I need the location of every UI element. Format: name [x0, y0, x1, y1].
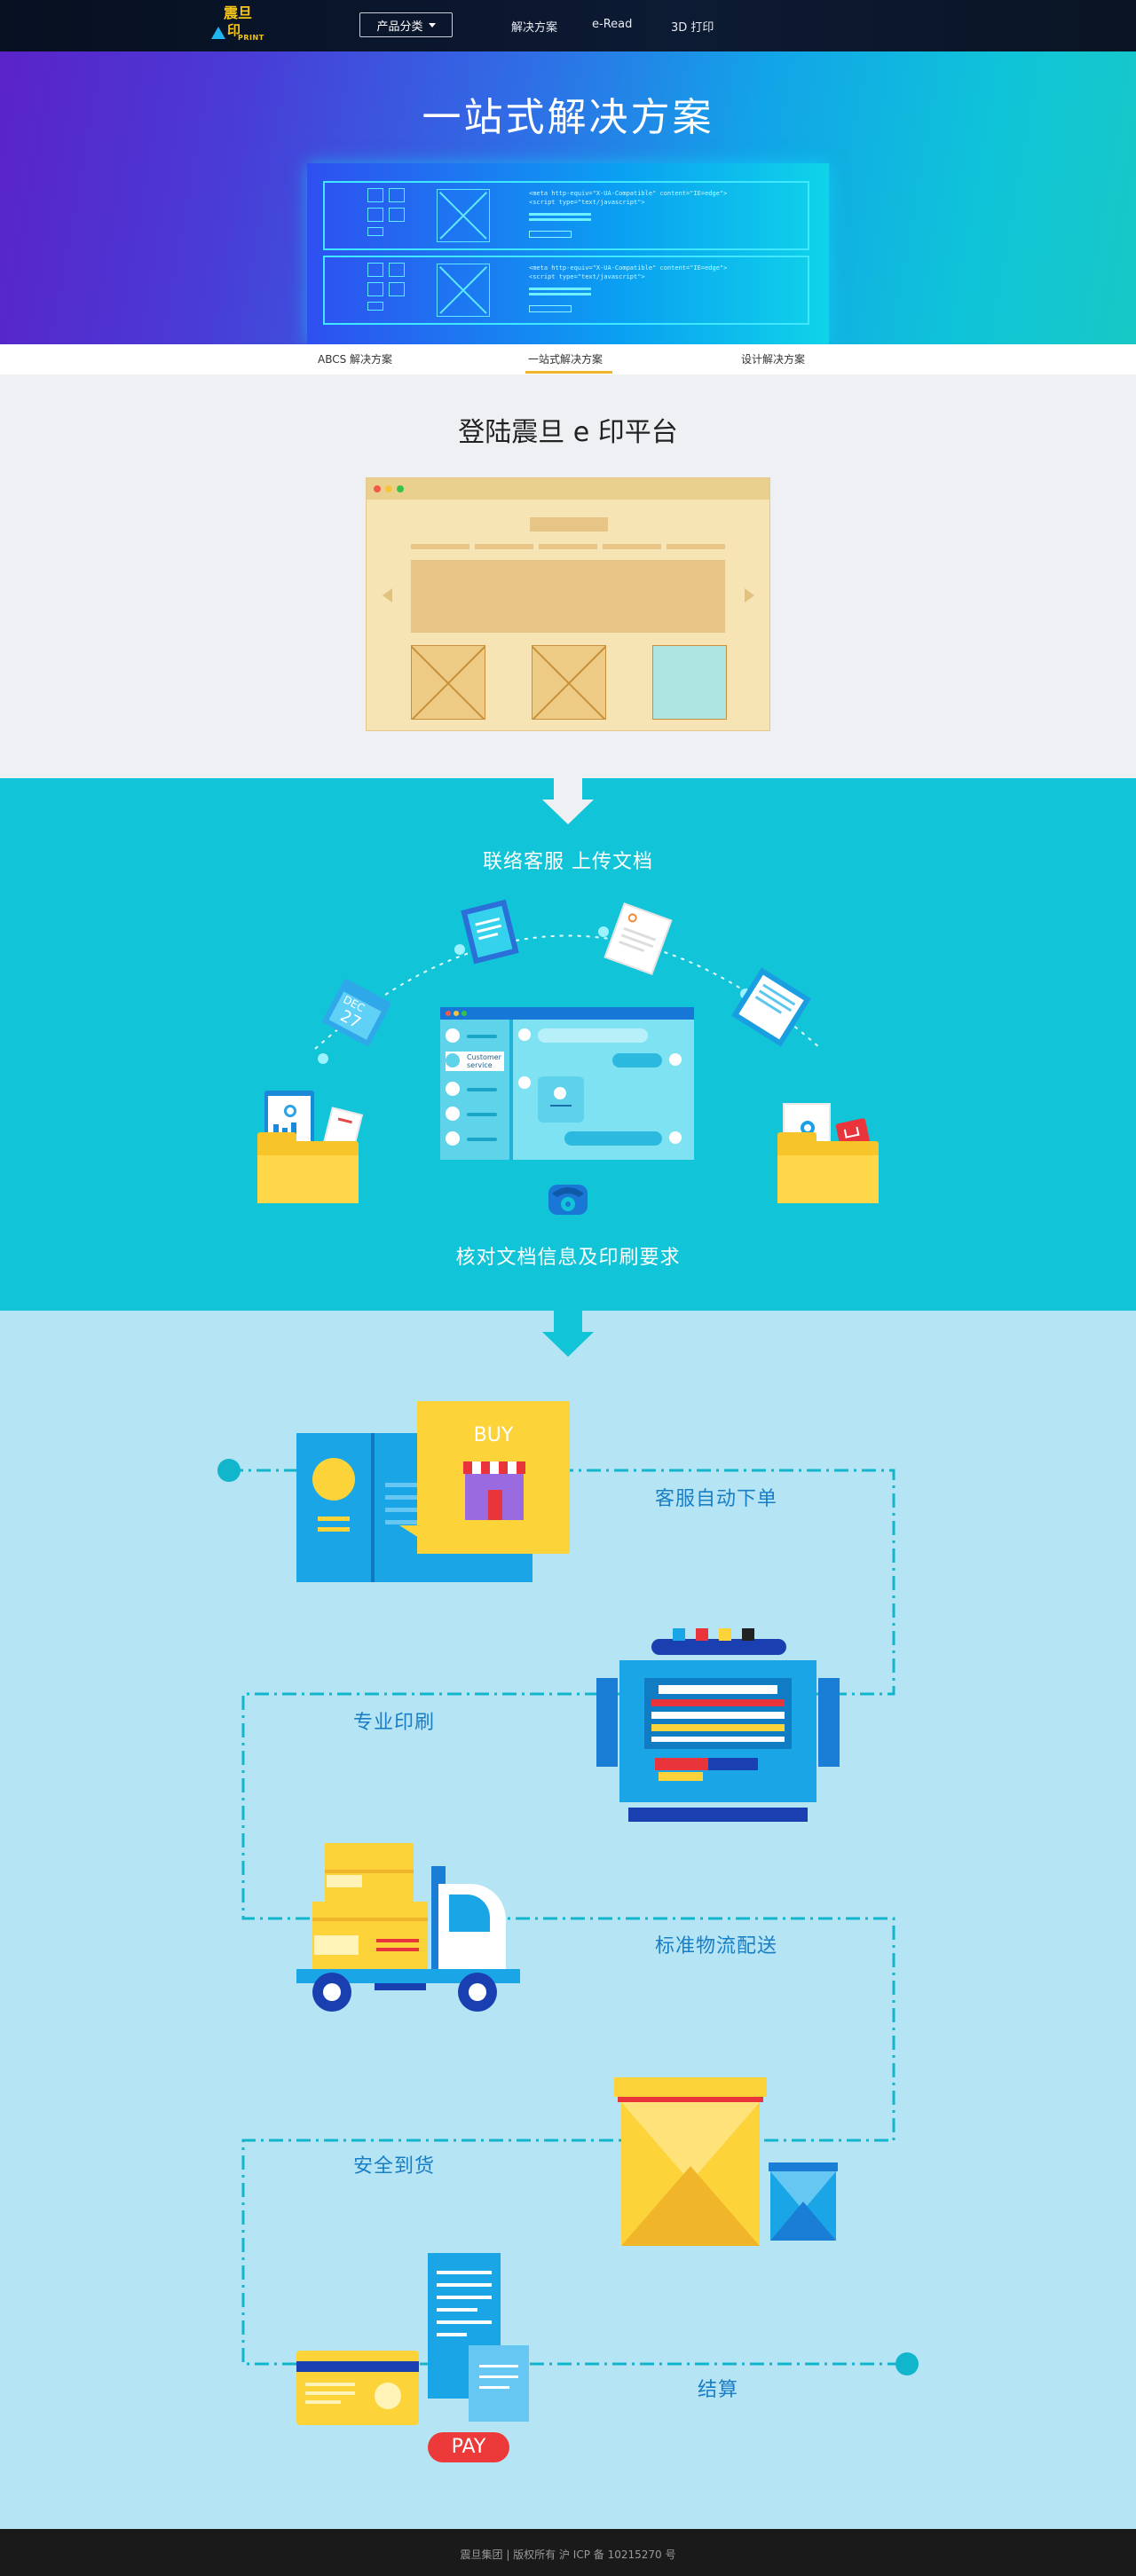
code-line: <script type="text/javascript"> [529, 199, 645, 206]
file-card [538, 1076, 584, 1123]
image-placeholder-icon [411, 645, 485, 720]
section-title: 登陆震旦 e 印平台 [458, 417, 678, 448]
credit-card-icon [296, 2351, 419, 2425]
pay-button[interactable]: PAY [428, 2432, 509, 2462]
section-subtitle: 核对文档信息及印刷要求 [455, 1247, 681, 1269]
nav-link-solutions[interactable]: 解决方案 [511, 21, 558, 35]
solution-tabs: ABCS 解决方案 一站式解决方案 设计解决方案 [0, 344, 1136, 374]
image-placeholder-icon [437, 264, 490, 317]
order-flow-section: BUY 客服自动下单 专业印刷 [0, 1311, 1136, 2529]
flow-connector-line [217, 1459, 919, 2375]
image-placeholder-icon [532, 645, 606, 720]
avatar [518, 1076, 531, 1089]
wireframe-row: <meta http-equiv="X-UA-Compatible" conte… [323, 256, 809, 325]
printer-icon [596, 1625, 840, 1822]
chevron-right-icon [745, 588, 754, 603]
chevron-down-icon [428, 22, 436, 28]
code-line: <meta http-equiv="X-UA-Compatible" conte… [529, 190, 728, 197]
avatar [669, 1053, 682, 1066]
contact-upload-section: 联络客服 上传文档 DEC 27 [0, 778, 1136, 1311]
logo-text-line3: PRINT [238, 34, 264, 42]
product-category-label: 产品分类 [376, 20, 423, 34]
footer: 震旦集团 | 版权所有 沪 ICP 备 10215270 号 [0, 2529, 1136, 2576]
delivery-truck-icon [296, 1843, 522, 2012]
avatar [446, 1107, 460, 1121]
login-platform-section: 登陆震旦 e 印平台 [0, 374, 1136, 778]
folder-icon [777, 1132, 879, 1203]
code-line: <meta http-equiv="X-UA-Compatible" conte… [529, 264, 728, 272]
receipt-icon [428, 2253, 529, 2422]
avatar [446, 1131, 460, 1146]
active-tab-indicator [525, 371, 612, 374]
folder-icon [257, 1132, 359, 1203]
nav-link-eread[interactable]: e-Read [592, 18, 633, 31]
footer-copyright: 震旦集团 | 版权所有 沪 ICP 备 10215270 号 [460, 2548, 676, 2561]
logo-text-line1: 震旦 [224, 4, 253, 21]
step-settlement-label: 结算 [698, 2379, 739, 2401]
tab-abcs[interactable]: ABCS 解决方案 [318, 353, 393, 366]
shopping-bag-icon [399, 1401, 570, 1554]
logo-cube-icon [211, 27, 225, 39]
avatar [518, 1028, 531, 1041]
hero-wireframe-illustration: <meta http-equiv="X-UA-Compatible" conte… [307, 163, 829, 344]
step-auto-order-label: 客服自动下单 [655, 1488, 778, 1510]
tab-one-stop[interactable]: 一站式解决方案 [528, 353, 604, 366]
buy-label: BUY [473, 1424, 514, 1446]
hero-banner: 一站式解决方案 <meta http-equiv="X-UA-Compatibl… [0, 51, 1136, 344]
connector-arc [314, 926, 822, 1064]
wireframe-row: <meta http-equiv="X-UA-Compatible" conte… [323, 181, 809, 250]
step-printing-label: 专业印刷 [353, 1712, 436, 1734]
section-title: 联络客服 上传文档 [483, 851, 653, 873]
chevron-left-icon [383, 588, 392, 603]
hero-title: 一站式解决方案 [422, 95, 714, 140]
code-line: <script type="text/javascript"> [529, 273, 645, 280]
nav-link-3d-print[interactable]: 3D 打印 [671, 21, 714, 35]
tab-design[interactable]: 设计解决方案 [741, 353, 806, 366]
product-category-dropdown[interactable]: 产品分类 [359, 12, 453, 37]
avatar [446, 1082, 460, 1096]
browser-mockup-illustration [366, 477, 770, 731]
avatar [446, 1028, 460, 1043]
avatar [669, 1131, 682, 1144]
image-placeholder-icon [437, 189, 490, 242]
chat-label-line2: service [467, 1061, 493, 1069]
phone-icon [548, 1185, 588, 1215]
top-nav: 震旦 印 PRINT 产品分类 解决方案 e-Read 3D 打印 [0, 0, 1136, 51]
wireframe-grid [367, 263, 406, 316]
wireframe-grid [367, 188, 406, 241]
avatar [446, 1053, 460, 1067]
chat-label-line1: Customer [467, 1053, 501, 1061]
logo-text-line2: 印 [227, 22, 241, 38]
arrow-down-icon [542, 1311, 594, 1360]
browser-title-bar [367, 478, 769, 500]
logo[interactable]: 震旦 印 PRINT [211, 5, 264, 46]
step-logistics-label: 标准物流配送 [655, 1935, 778, 1958]
customer-service-chat-illustration: Customer service [440, 1007, 694, 1160]
arrow-down-icon [542, 778, 594, 828]
parcel-icon [614, 2077, 838, 2246]
step-arrival-label: 安全到货 [353, 2155, 436, 2178]
